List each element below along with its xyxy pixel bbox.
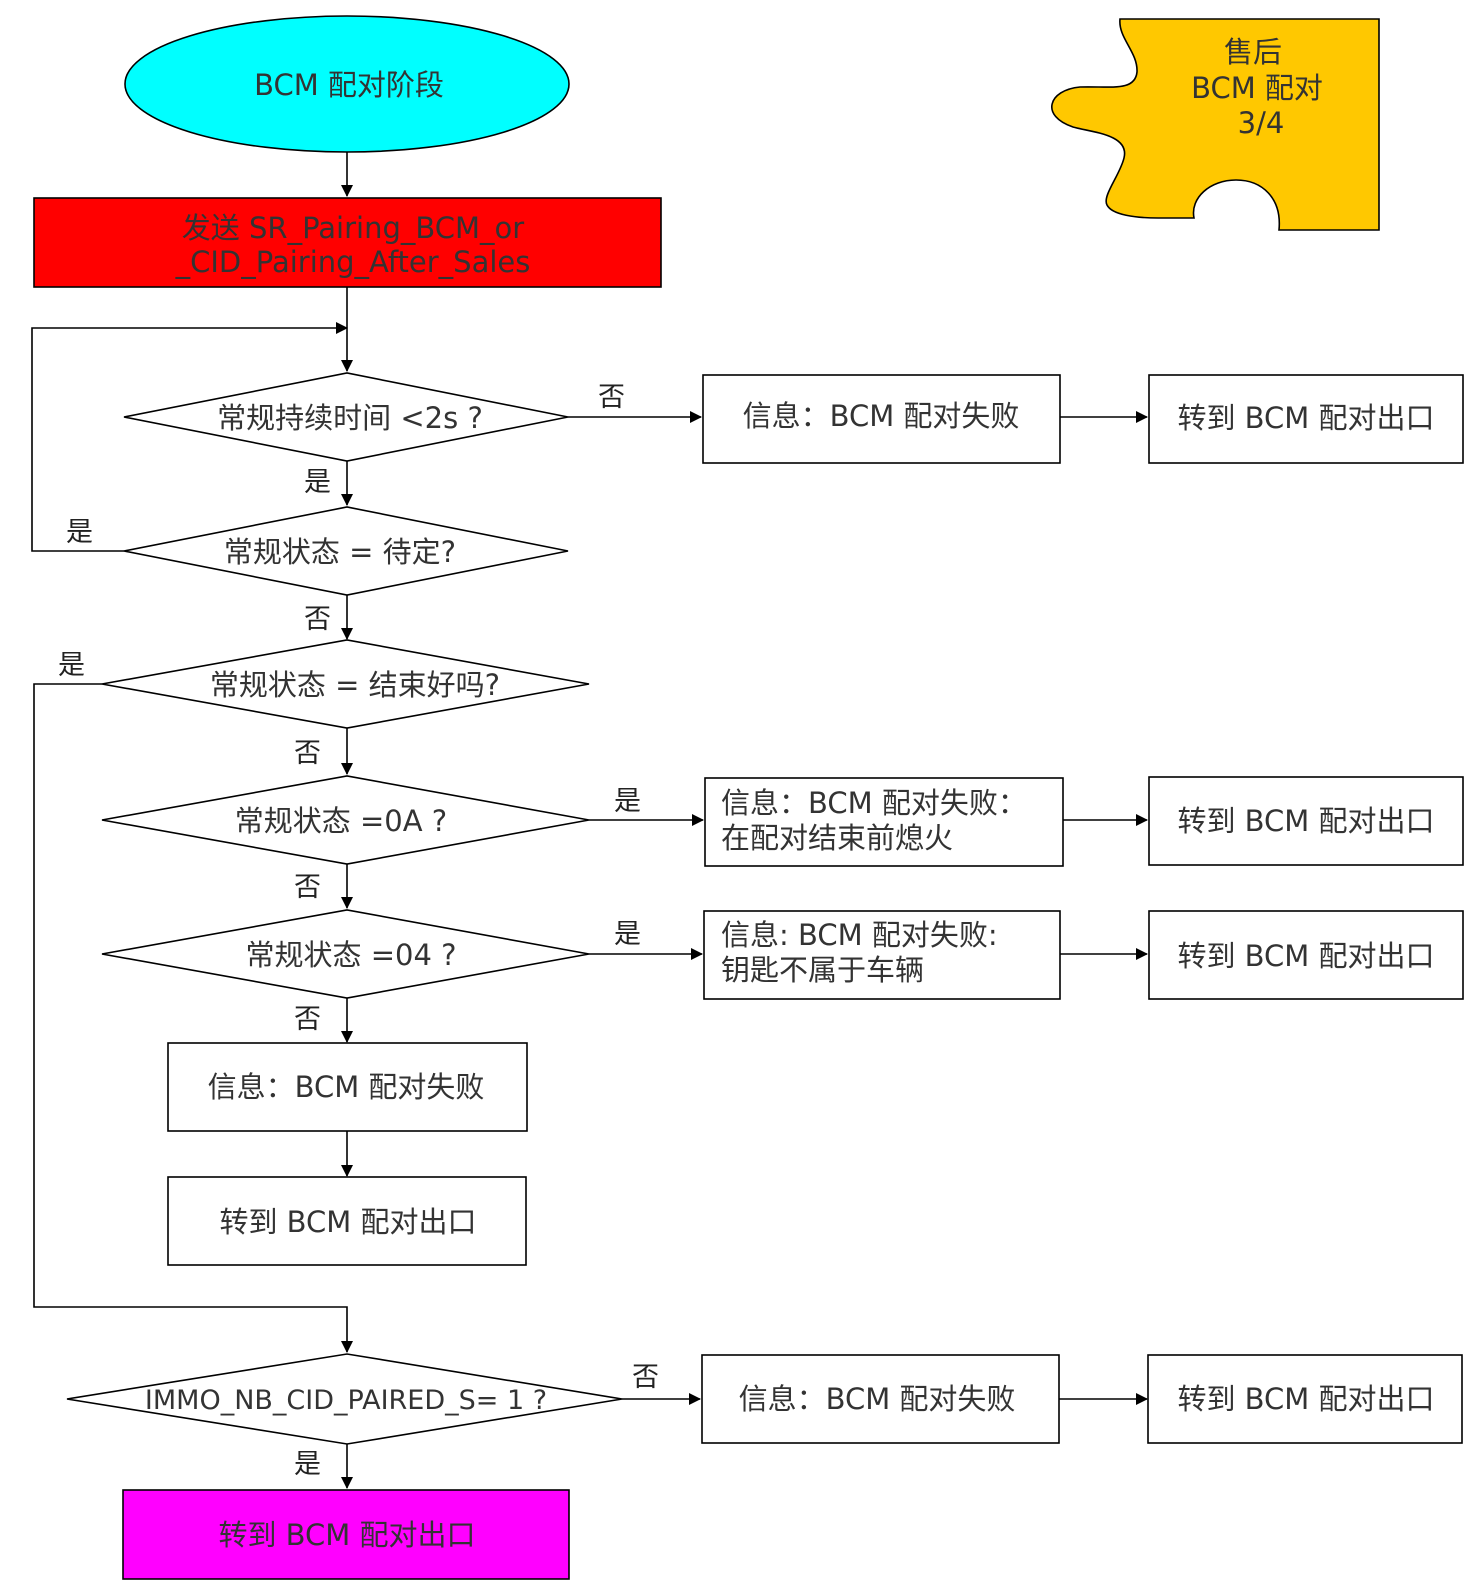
info-fail-04-line2: 钥匙不属于车辆 [721,953,924,987]
edge-label-04-no: 否 [294,1004,321,1035]
info-fail-0a-line1: 信息：BCM 配对失败： [721,786,1027,820]
decision-end-ok [101,639,590,729]
info-fail-center-label: 信息：BCM 配对失败 [208,1070,485,1104]
info-fail-04 [703,910,1061,1000]
exit-box-04-label: 转到 BCM 配对出口 [1177,939,1434,973]
info-fail-0a [704,777,1064,867]
info-fail-04-line1: 信息: BCM 配对失败: [721,918,998,952]
send-label-line2: _CID_Pairing_After_Sales [175,245,531,279]
exit-box-0a-label: 转到 BCM 配对出口 [1177,804,1434,838]
exit-box-immo-label: 转到 BCM 配对出口 [1177,1382,1434,1416]
edge-label-duration-no: 否 [598,382,625,413]
edge-end-ok-yes [33,683,353,1353]
start-node [124,15,570,153]
exit-box-center-label: 转到 BCM 配对出口 [219,1205,476,1239]
info-fail-0a-line2: 在配对结束前熄火 [721,821,953,855]
decision-duration [123,372,569,462]
info-fail-duration-label: 信息：BCM 配对失败 [743,399,1020,433]
edge-label-end-ok-yes: 是 [58,650,85,681]
exit-box-0a [1148,776,1464,866]
connectors [31,152,1148,1489]
exit-box-immo [1147,1354,1463,1444]
decision-04 [101,909,590,999]
decision-duration-label: 常规持续时间 <2s ? [217,401,483,435]
send-label-line1: 发送 SR_Pairing_BCM_or [182,211,524,245]
decision-end-ok-label: 常规状态 = 结束好吗? [210,668,500,702]
edge-label-0a-no: 否 [294,872,321,903]
badge-line1: 售后 [1224,35,1282,69]
start-label: BCM 配对阶段 [254,68,444,102]
decision-04-label: 常规状态 =04 ? [245,938,456,972]
badge-line2: BCM 配对 [1191,71,1323,105]
edge-label-immo-yes: 是 [294,1449,321,1480]
info-fail-immo-label: 信息：BCM 配对失败 [739,1382,1016,1416]
info-fail-duration [702,374,1061,464]
decision-0a-label: 常规状态 =0A ? [235,804,447,838]
edge-label-duration-yes: 是 [304,467,331,498]
decision-0a [101,775,590,865]
edge-label-pending-yes: 是 [66,517,93,548]
info-fail-immo [701,1354,1060,1444]
final-exit-label: 转到 BCM 配对出口 [218,1518,475,1552]
decision-immo-label: IMMO_NB_CID_PAIRED_S= 1 ? [145,1385,547,1416]
badge-line3: 3/4 [1238,106,1285,140]
exit-box-duration-label: 转到 BCM 配对出口 [1177,401,1434,435]
decision-pending [123,506,569,596]
edge-label-0a-yes: 是 [614,786,641,817]
edge-label-pending-no: 否 [304,604,331,635]
edge-labels: 否 是 是 否 是 否 是 否 是 否 否 是 [58,382,659,1480]
info-fail-center [167,1042,528,1132]
final-exit-node [122,1489,570,1580]
edge-label-immo-no: 否 [632,1362,659,1393]
exit-box-center [167,1176,527,1266]
exit-box-04 [1148,910,1464,1000]
decision-pending-label: 常规状态 = 待定? [224,535,456,569]
send-request-node [33,197,662,288]
decision-immo [66,1353,623,1445]
edge-label-04-yes: 是 [614,919,641,950]
edge-pending-yes-loop [31,322,348,552]
exit-box-duration [1148,374,1464,464]
edge-label-end-ok-no: 否 [294,738,321,769]
puzzle-badge [1051,18,1380,231]
